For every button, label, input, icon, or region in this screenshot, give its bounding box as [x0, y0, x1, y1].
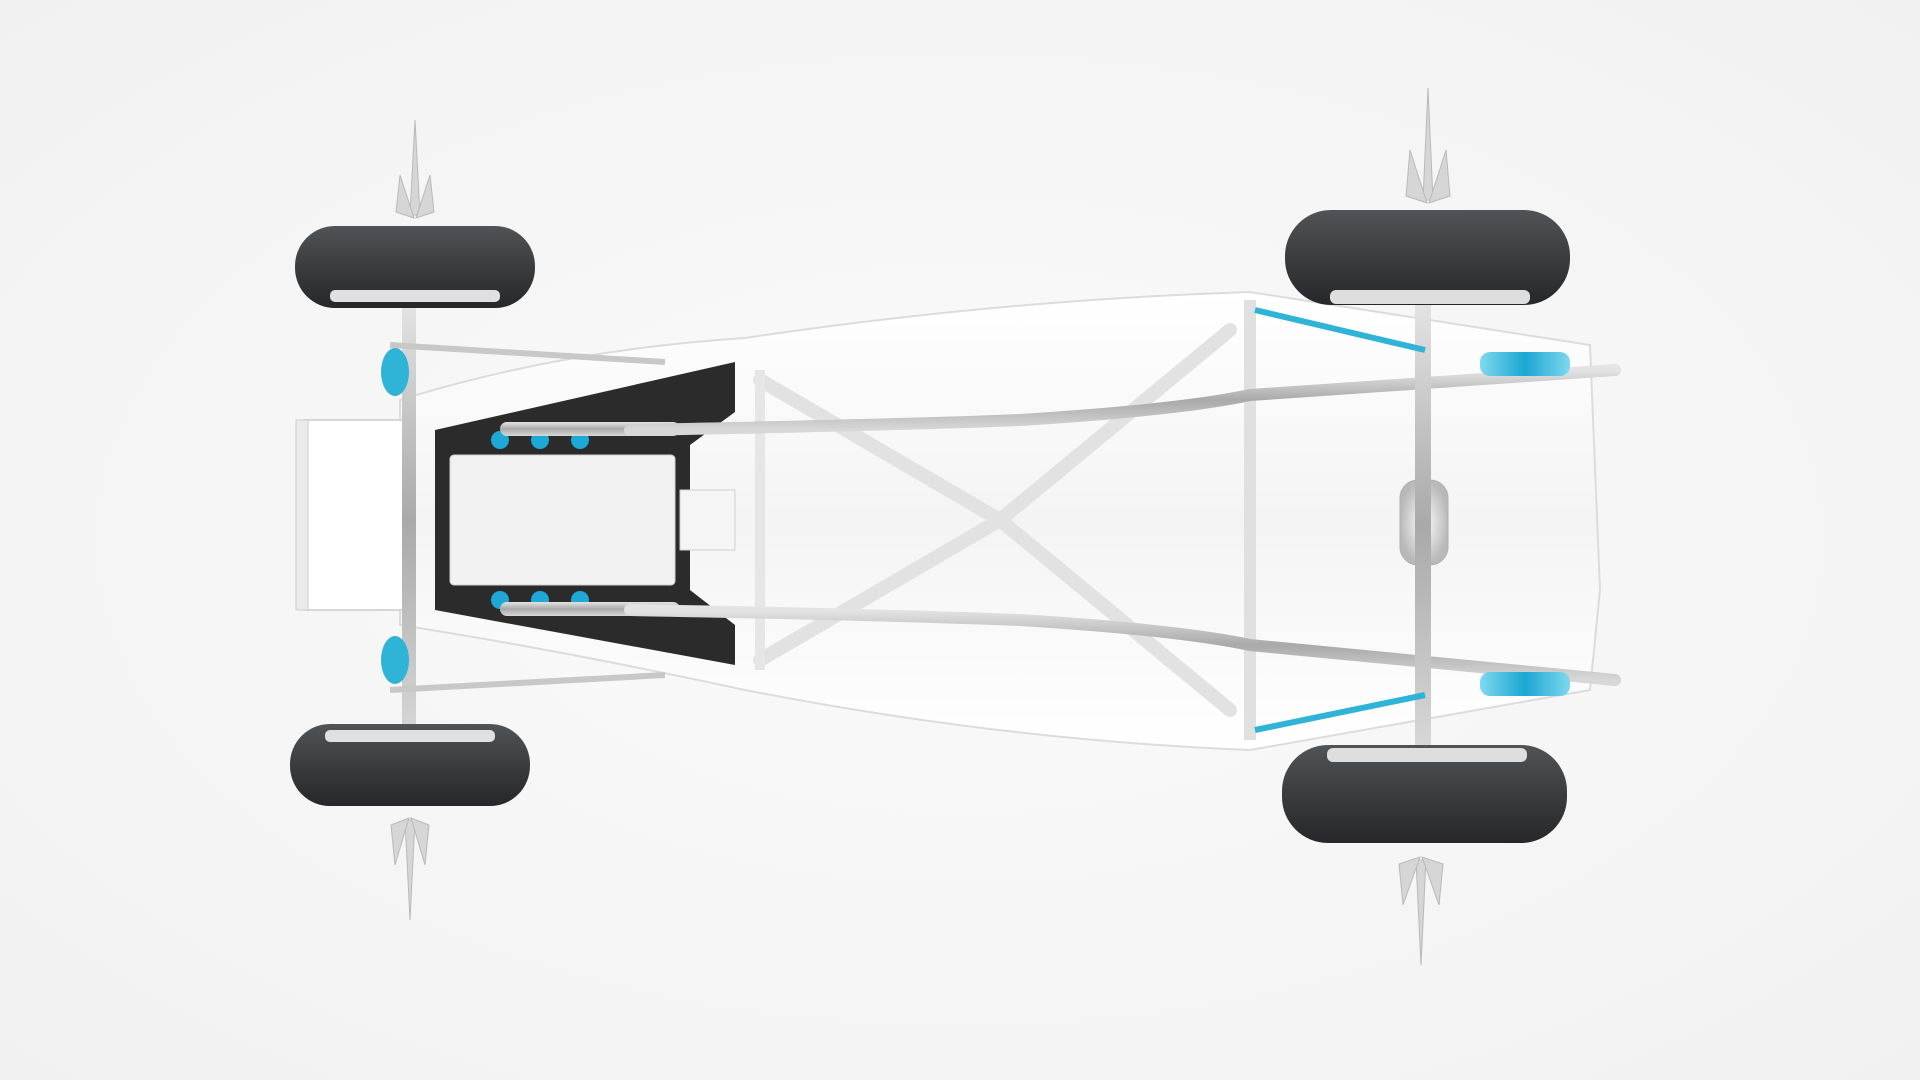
front-axle	[402, 300, 416, 740]
rear-blue-trim-left	[1254, 307, 1426, 353]
spinner-icon	[395, 119, 435, 219]
front-radius-rod-left	[389, 342, 666, 365]
rear-coilover-left	[1480, 352, 1570, 376]
oil-pan	[679, 489, 736, 551]
front-right-tire	[290, 724, 530, 806]
front-radius-rod-right	[389, 672, 666, 693]
front-shock-right	[381, 636, 409, 684]
rear-blue-trim-right	[1254, 692, 1426, 733]
rear-coilover-right	[1480, 672, 1570, 696]
rear-right-tire	[1282, 745, 1567, 843]
spinner-icon	[1398, 856, 1444, 966]
x-member	[753, 323, 1237, 717]
frame-rail-right	[624, 604, 1621, 686]
front-left-tire	[295, 226, 535, 308]
front-crossmember	[297, 419, 409, 611]
engine-block	[449, 454, 676, 586]
rear-axle	[1415, 300, 1431, 750]
front-shock-left	[381, 348, 409, 396]
front-bumper-bar	[295, 419, 309, 611]
frame-rail-left	[624, 364, 1621, 436]
rear-left-tire	[1285, 210, 1570, 305]
spinner-icon	[390, 817, 430, 921]
spinner-icon	[1405, 87, 1451, 204]
